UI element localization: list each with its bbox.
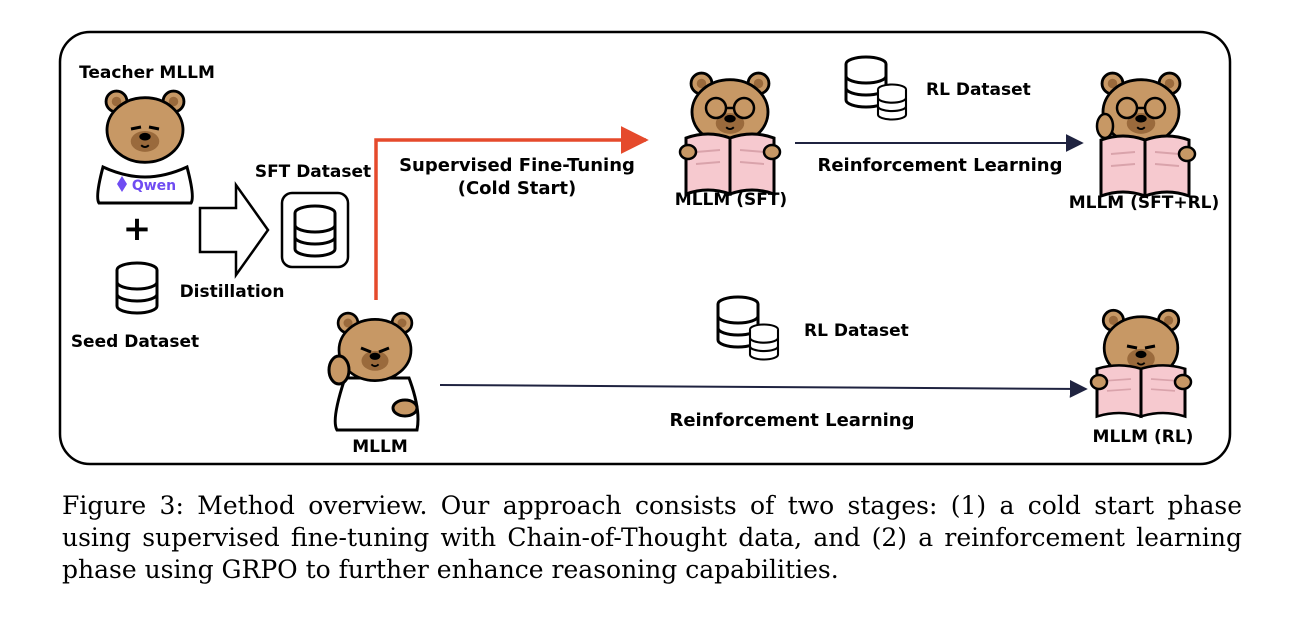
- method-overview-diagram: Teacher MLLM Qwen + Seed Dataset Distill…: [58, 30, 1232, 466]
- rl-edge-bottom-label: Reinforcement Learning: [669, 410, 914, 431]
- base-mllm-label: MLLM: [352, 437, 408, 457]
- mllm-rl-bear-icon: [1089, 308, 1193, 418]
- mllm-rl-label: MLLM (RL): [1093, 427, 1194, 447]
- base-mllm-bear-icon: [327, 311, 420, 432]
- rl-dataset-top-label: RL Dataset: [926, 80, 1031, 100]
- plus-sign: +: [123, 209, 152, 249]
- mllm-sft-rl-bear-icon: [1095, 71, 1197, 198]
- mllm-sft-rl-label: MLLM (SFT+RL): [1069, 193, 1220, 213]
- sft-edge-label-line2: (Cold Start): [458, 178, 577, 199]
- hollow-arrow-icon: [198, 181, 270, 279]
- rl-edge-top-label: Reinforcement Learning: [817, 155, 1062, 176]
- mllm-sft-bear-icon: [678, 71, 782, 196]
- figure-caption: Figure 3: Method overview. Our approach …: [62, 491, 1242, 584]
- seed-database-icon: [115, 261, 159, 315]
- mllm-sft-label: MLLM (SFT): [675, 190, 787, 210]
- rl-arrow-bottom: [439, 379, 1088, 398]
- seed-dataset-label: Seed Dataset: [71, 332, 199, 352]
- distillation-label: Distillation: [180, 282, 285, 302]
- sft-edge-label-line1: Supervised Fine-Tuning: [399, 155, 635, 176]
- teacher-mllm-label: Teacher MLLM: [79, 63, 215, 83]
- sft-database-icon: [293, 204, 337, 258]
- rl-dataset-bottom-label: RL Dataset: [804, 321, 909, 341]
- sft-arrow: [374, 126, 649, 300]
- qwen-shirt-logo: Qwen: [132, 178, 176, 194]
- qwen-logo-icon: [117, 176, 127, 192]
- teacher-bear-icon: [96, 89, 194, 205]
- sft-dataset-label: SFT Dataset: [255, 162, 371, 182]
